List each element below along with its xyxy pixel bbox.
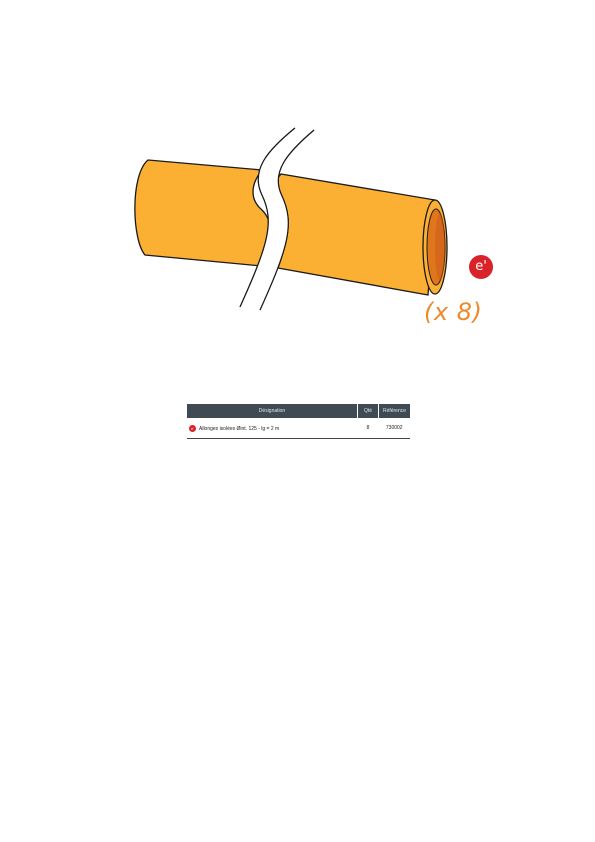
part-badge: e' (469, 255, 493, 279)
parts-table: Désignation Qté Référence e'Allonges iso… (187, 404, 410, 439)
row-reference: 730002 (378, 418, 410, 439)
table-row: e'Allonges isolées Øint. 125 - lg = 2 m … (187, 418, 410, 439)
row-part-badge: e' (189, 424, 196, 432)
header-reference: Référence (378, 404, 410, 418)
pipe-right-segment (270, 173, 436, 296)
header-designation: Désignation (187, 404, 358, 418)
row-designation-cell: e'Allonges isolées Øint. 125 - lg = 2 m (187, 418, 358, 439)
pipe-illustration-icon (134, 127, 448, 311)
pipe-left-segment (134, 159, 271, 267)
row-designation: Allonges isolées Øint. 125 - lg = 2 m (199, 425, 280, 432)
row-qty: 8 (357, 418, 379, 439)
quantity-note: (x 8) (424, 298, 483, 326)
header-qty: Qté (357, 404, 379, 418)
